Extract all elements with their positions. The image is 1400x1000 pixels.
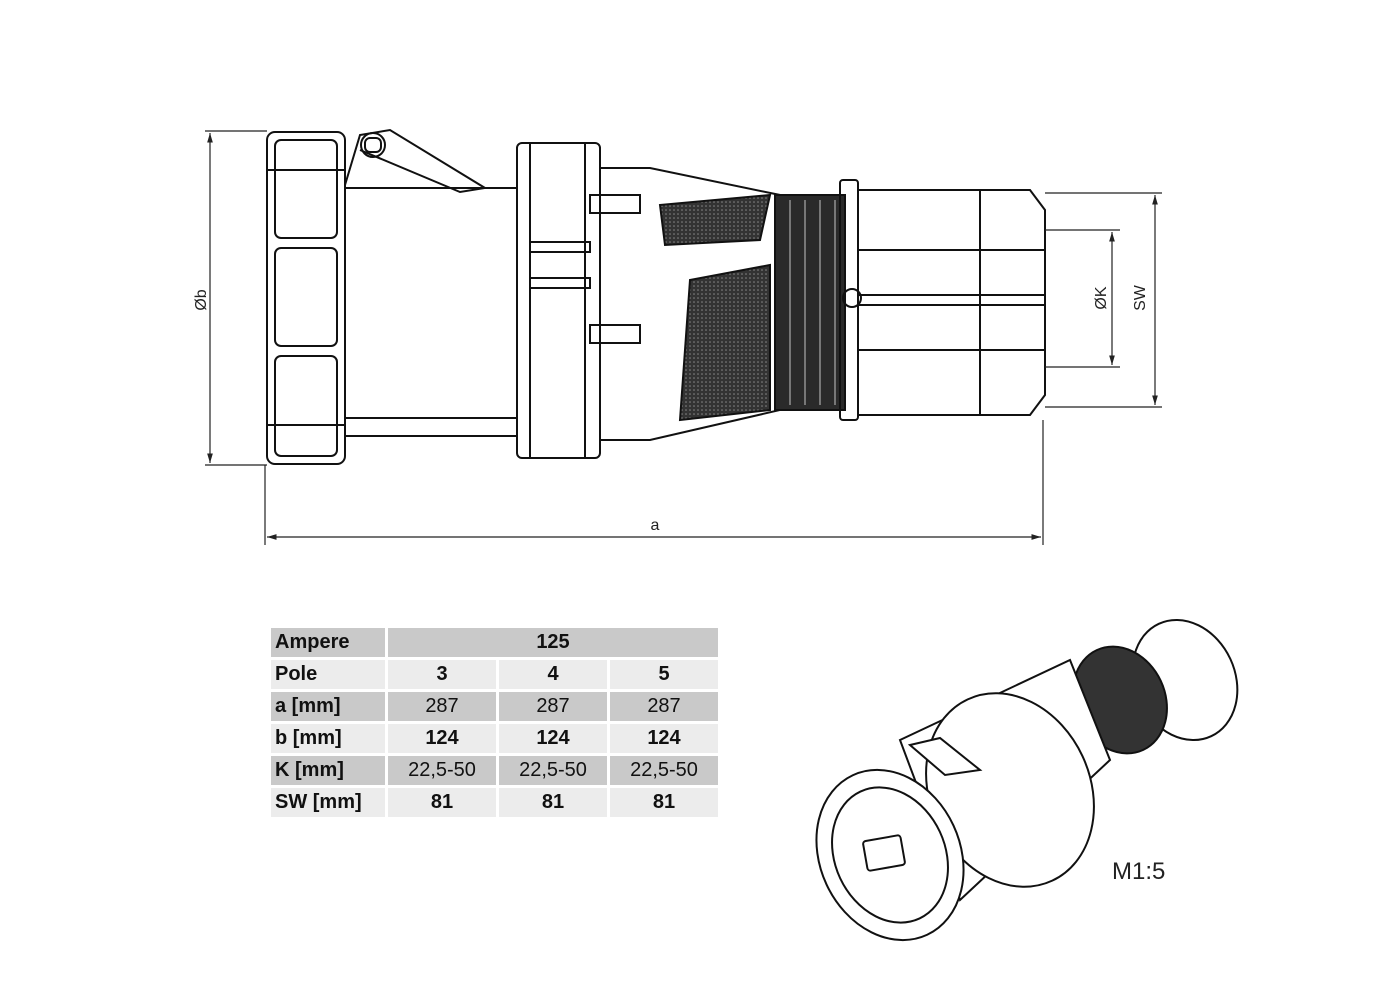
- cone-housing: [589, 167, 781, 441]
- row-label: SW [mm]: [271, 788, 385, 817]
- row-label: Pole: [271, 660, 385, 689]
- dim-a-label: a: [651, 517, 660, 534]
- isometric-view: [815, 618, 1239, 942]
- cell: 22,5-50: [499, 756, 607, 785]
- hinged-lid: [344, 128, 488, 194]
- cell: 22,5-50: [388, 756, 496, 785]
- row-label: b [mm]: [271, 724, 385, 753]
- cell: 124: [499, 724, 607, 753]
- cell: 124: [388, 724, 496, 753]
- flange: [516, 142, 601, 459]
- dimension-lines: [205, 130, 1162, 545]
- cell: 4: [499, 660, 607, 689]
- cell: 5: [610, 660, 718, 689]
- table-row: SW [mm] 81 81 81: [271, 788, 718, 817]
- cell: 81: [610, 788, 718, 817]
- row-label: Ampere: [271, 628, 385, 657]
- table-row: a [mm] 287 287 287: [271, 692, 718, 721]
- scale-label: M1:5: [1112, 858, 1166, 885]
- gland-nut: [839, 179, 1046, 421]
- cell: 124: [610, 724, 718, 753]
- table-row: K [mm] 22,5-50 22,5-50 22,5-50: [271, 756, 718, 785]
- threaded-ring: [774, 194, 846, 411]
- cell: 287: [610, 692, 718, 721]
- table-row: b [mm] 124 124 124: [271, 724, 718, 753]
- cell: 81: [388, 788, 496, 817]
- cell: 81: [499, 788, 607, 817]
- cell: 125: [388, 628, 718, 657]
- dim-b-label: Øb: [193, 289, 210, 310]
- cell: 3: [388, 660, 496, 689]
- row-label: a [mm]: [271, 692, 385, 721]
- row-label: K [mm]: [271, 756, 385, 785]
- cell: 287: [499, 692, 607, 721]
- dim-k-label: ØK: [1093, 286, 1110, 309]
- table-row: Ampere 125: [271, 628, 718, 657]
- socket-cap: [266, 131, 346, 465]
- dimensions-table: Ampere 125 Pole 3 4 5 a [mm] 287 287 287…: [268, 625, 721, 820]
- dim-sw-label: SW: [1132, 284, 1149, 311]
- cell: 287: [388, 692, 496, 721]
- body-tube: [345, 187, 518, 437]
- table-row: Pole 3 4 5: [271, 660, 718, 689]
- cell: 22,5-50: [610, 756, 718, 785]
